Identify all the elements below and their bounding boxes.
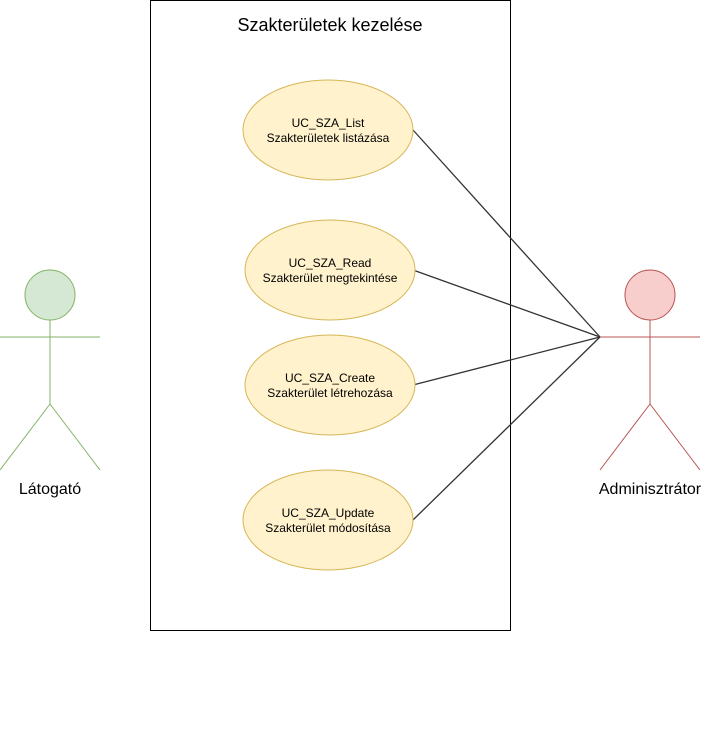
use-case-id: UC_SZA_List (292, 116, 365, 130)
system-title: Szakterületek kezelése (237, 15, 422, 35)
use-case-description: Szakterület módosítása (265, 521, 391, 535)
actor-admin[interactable] (599, 269, 701, 471)
use-case-ellipse (244, 219, 416, 321)
associations (412, 129, 601, 521)
actor-head (24, 269, 76, 321)
actor-right-leg (49, 403, 101, 471)
use-case-id: UC_SZA_Create (285, 371, 375, 385)
use-case-description: Szakterület megtekintése (263, 271, 398, 285)
actor-left-leg (599, 403, 651, 471)
actor-right-leg (649, 403, 701, 471)
association-read (412, 269, 601, 338)
use-case-description: Szakterületek listázása (267, 131, 390, 145)
use-case-description: Szakterület létrehozása (267, 386, 393, 400)
actor-head (624, 269, 676, 321)
actor-visitor[interactable] (0, 269, 101, 471)
use-case-ellipse (244, 334, 416, 436)
actor-label-visitor: Látogató (19, 481, 81, 498)
use-case-read[interactable]: UC_SZA_Read Szakterület megtekintése (244, 219, 416, 321)
use-case-create[interactable]: UC_SZA_Create Szakterület létrehozása (244, 334, 416, 436)
actor-label-admin: Adminisztrátor (599, 481, 702, 498)
actor-left-leg (0, 403, 51, 471)
use-case-update[interactable]: UC_SZA_Update Szakterület módosítása (242, 469, 414, 571)
use-case-ellipse (242, 469, 414, 571)
use-case-id: UC_SZA_Read (289, 256, 372, 270)
association-list (412, 129, 601, 338)
association-update (412, 336, 601, 521)
use-case-id: UC_SZA_Update (282, 506, 375, 520)
use-case-list[interactable]: UC_SZA_List Szakterületek listázása (242, 79, 414, 181)
use-case-ellipse (242, 79, 414, 181)
association-create (412, 336, 601, 386)
